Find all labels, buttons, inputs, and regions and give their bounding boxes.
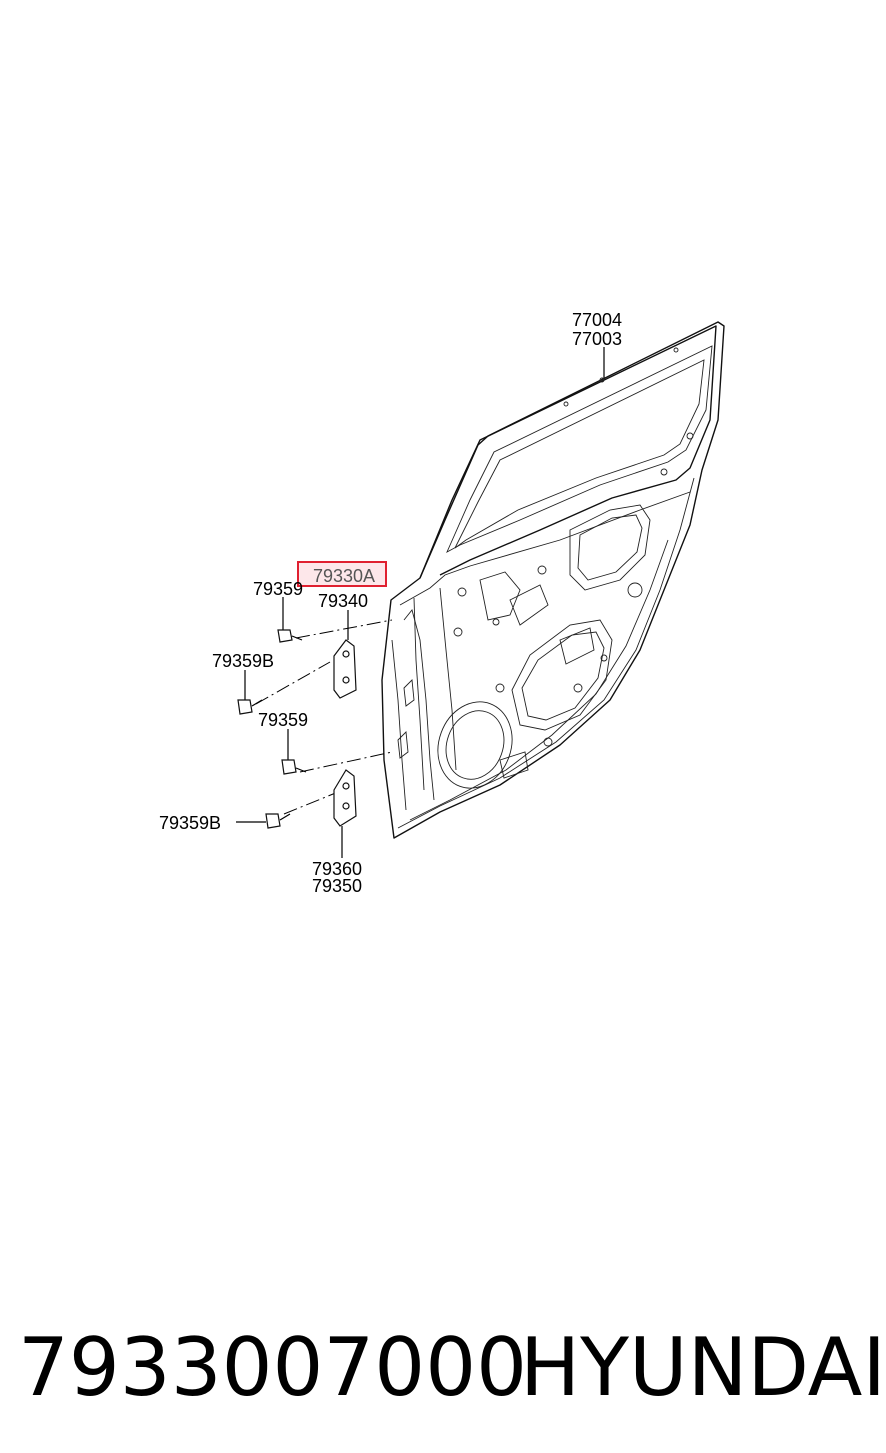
label-79359B-lower: 79359B bbox=[159, 813, 221, 833]
label-79330A[interactable]: 79330A bbox=[313, 566, 375, 586]
bolt-b-lower-icon bbox=[265, 813, 291, 829]
highlight-box bbox=[297, 561, 387, 587]
leader-lines bbox=[236, 347, 605, 858]
rear-door-shell bbox=[381, 321, 725, 839]
label-79359-upper: 79359 bbox=[253, 579, 303, 599]
part-number: 7933007000 bbox=[18, 1321, 527, 1414]
bolt-b-upper-icon bbox=[237, 699, 263, 715]
label-79350: 79350 bbox=[312, 876, 362, 896]
label-79360: 79360 bbox=[312, 859, 362, 879]
label-79359-mid: 79359 bbox=[258, 710, 308, 730]
brand-name: HYUNDAI bbox=[520, 1321, 886, 1414]
upper-hinge bbox=[333, 639, 357, 699]
label-77004: 77004 bbox=[572, 310, 622, 330]
bolt-mid-icon bbox=[281, 759, 307, 775]
label-77003: 77003 bbox=[572, 329, 622, 349]
lower-hinge bbox=[333, 769, 357, 827]
label-79359B-upper: 79359B bbox=[212, 651, 274, 671]
bolt-upper-icon bbox=[277, 629, 303, 643]
label-79340: 79340 bbox=[318, 591, 368, 611]
